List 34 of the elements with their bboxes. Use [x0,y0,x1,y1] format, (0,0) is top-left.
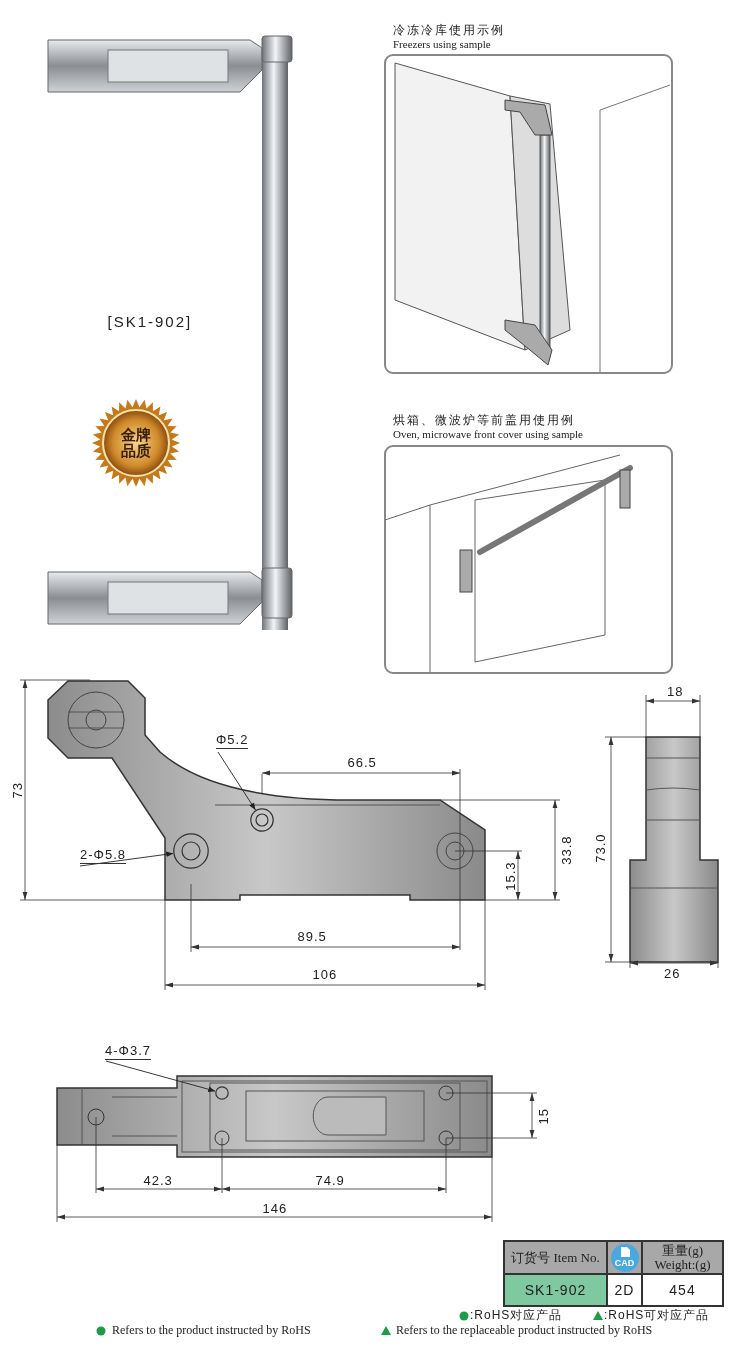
panel-subheading: Oven, microwave front cover using sample [393,428,583,441]
item-number-cell: SK1-902 [504,1274,607,1306]
note-text: Refers to the product instructed by RoHS [112,1324,311,1338]
note-text: :RoHS对应产品 [470,1309,563,1323]
product-code-label: [SK1-902] [107,313,193,330]
dimension-value: 106 [312,968,338,983]
panel-subheading: Freezers using sample [393,38,491,51]
mounting-hole [215,1086,229,1100]
dimension-value: 89.5 [297,930,327,945]
hole-diameter-callout: 4-Φ3.7 [105,1044,151,1061]
table-header-cell: 订货号 Item No. [504,1241,607,1274]
dimension-value: 42.3 [143,1174,173,1189]
dimension-value: 18 [667,685,684,700]
hole-diameter-callout: 2-Φ5.8 [80,848,126,865]
dimension-value: 15.3 [503,861,518,891]
dimension-value: 66.5 [347,756,377,771]
panel-heading: 烘箱、微波炉等前盖用使用例 [393,414,575,428]
dimension-value: 146 [262,1202,288,1217]
seal-text: 金牌品质 [120,426,152,460]
dimension-value: 26 [664,967,681,982]
mounting-hole [250,808,274,832]
note-text: Refers to the replaceable product instructed by RoHS [396,1324,653,1338]
note-text: :RoHS可对应产品 [604,1309,710,1323]
hole-diameter-callout: Φ5.2 [216,733,249,750]
dimension-value: 74.9 [315,1174,345,1189]
dimension-value: 15 [537,1107,552,1125]
dimension-value: 33.8 [559,835,574,865]
icon-caption: CAD [614,1258,635,1268]
mounting-hole [173,833,209,869]
panel-heading: 冷冻冷库使用示例 [393,24,505,38]
table-header-cell: 重量(g) Weight:(g) [642,1241,723,1274]
dimension-value: 73 [11,781,26,799]
dimension-value: 73.0 [593,833,608,863]
weight-cell: 454 [642,1274,723,1306]
